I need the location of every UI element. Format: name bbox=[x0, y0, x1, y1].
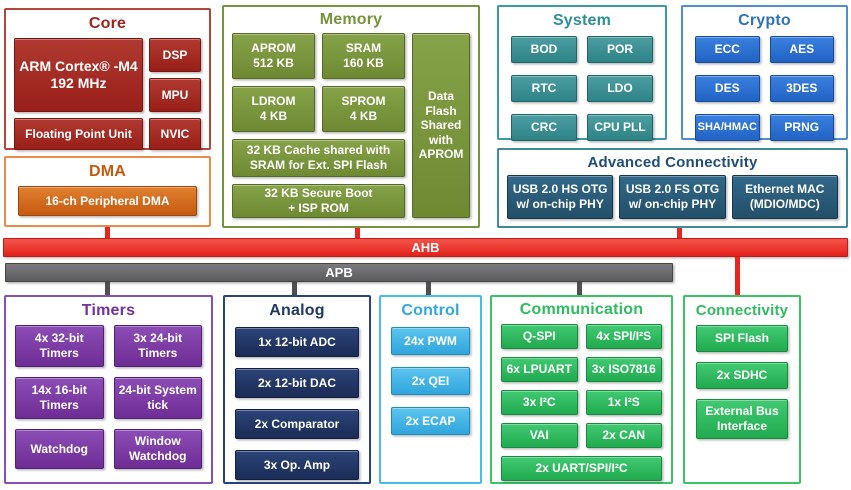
block-por: POR bbox=[587, 36, 653, 63]
dma-section: DMA 16-ch Peripheral DMA bbox=[4, 156, 211, 227]
connector-advconn-ahb bbox=[677, 228, 682, 238]
block-can: 2x CAN bbox=[585, 423, 662, 448]
block-crc: CRC bbox=[511, 114, 577, 141]
block-arm-cortex-m4: ARM Cortex® -M4 192 MHz bbox=[14, 38, 143, 112]
advanced-connectivity-section: Advanced Connectivity USB 2.0 HS OTG w/ … bbox=[497, 148, 848, 228]
timers-grid: 4x 32-bit Timers 3x 24-bit Timers 14x 16… bbox=[6, 325, 211, 469]
analog-list: 1x 12-bit ADC 2x 12-bit DAC 2x Comparato… bbox=[225, 327, 369, 480]
crypto-title: Crypto bbox=[738, 12, 791, 29]
ahb-bus-label: AHB bbox=[411, 240, 440, 255]
control-section: Control 24x PWM 2x QEI 2x ECAP bbox=[379, 295, 482, 484]
system-title: System bbox=[552, 12, 612, 29]
block-aes: AES bbox=[769, 36, 834, 63]
system-grid: BOD POR RTC LDO CRC CPU PLL bbox=[499, 36, 665, 141]
block-ecc: ECC bbox=[695, 36, 760, 63]
block-des: DES bbox=[695, 75, 760, 102]
connector-memory-ahb bbox=[355, 228, 360, 238]
connector-dma-ahb bbox=[105, 227, 110, 238]
block-16bit-timers: 14x 16-bit Timers bbox=[15, 377, 104, 419]
advanced-connectivity-row: USB 2.0 HS OTG w/ on-chip PHY USB 2.0 FS… bbox=[499, 175, 846, 219]
system-section: System BOD POR RTC LDO CRC CPU PLL bbox=[497, 5, 667, 141]
block-i2c: 3x I²C bbox=[501, 390, 578, 415]
block-ecap: 2x ECAP bbox=[391, 407, 470, 435]
connectivity-list: SPI Flash 2x SDHC External Bus Interface bbox=[685, 325, 799, 439]
block-prng: PRNG bbox=[769, 114, 834, 141]
block-cpu-pll: CPU PLL bbox=[587, 114, 653, 141]
block-lpuart: 6x LPUART bbox=[501, 357, 578, 382]
control-title: Control bbox=[401, 302, 460, 319]
communication-title: Communication bbox=[519, 301, 644, 318]
block-cache: 32 KB Cache shared with SRAM for Ext. SP… bbox=[232, 139, 405, 177]
block-data-flash: Data Flash Shared with APROM bbox=[412, 33, 470, 218]
crypto-grid: ECC AES DES 3DES SHA/HMAC PRNG bbox=[683, 36, 846, 141]
timers-section: Timers 4x 32-bit Timers 3x 24-bit Timers… bbox=[4, 295, 213, 484]
connector-apb-timers bbox=[105, 282, 110, 295]
block-dsp: DSP bbox=[149, 38, 201, 72]
block-usb-hs-otg: USB 2.0 HS OTG w/ on-chip PHY bbox=[507, 175, 614, 219]
block-32bit-timers: 4x 32-bit Timers bbox=[15, 325, 104, 367]
core-grid: ARM Cortex® -M4 192 MHz DSP MPU Floating… bbox=[6, 37, 209, 151]
block-systick: 24-bit System tick bbox=[113, 377, 202, 419]
connector-apb-control bbox=[426, 282, 431, 296]
block-qspi: Q-SPI bbox=[501, 324, 578, 349]
connectivity-section: Connectivity SPI Flash 2x SDHC External … bbox=[683, 295, 801, 484]
block-vai: VAI bbox=[501, 423, 578, 448]
block-aprom: APROM 512 KB bbox=[232, 33, 315, 79]
ahb-bus: AHB bbox=[3, 238, 848, 257]
memory-title: Memory bbox=[319, 11, 383, 28]
block-pwm: 24x PWM bbox=[391, 327, 470, 355]
connector-apb-communication bbox=[577, 282, 582, 295]
block-3des: 3DES bbox=[769, 75, 834, 102]
block-floating-point-unit: Floating Point Unit bbox=[14, 118, 143, 150]
communication-grid: Q-SPI 4x SPI/I²S 6x LPUART 3x ISO7816 3x… bbox=[492, 324, 671, 481]
block-ethernet-mac: Ethernet MAC (MDIO/MDC) bbox=[731, 175, 838, 219]
crypto-section: Crypto ECC AES DES 3DES SHA/HMAC PRNG bbox=[681, 5, 848, 141]
block-spi-flash: SPI Flash bbox=[696, 325, 788, 352]
apb-bus: APB bbox=[5, 263, 673, 282]
dma-title: DMA bbox=[88, 163, 127, 180]
block-comparator: 2x Comparator bbox=[235, 409, 359, 439]
core-section: Core ARM Cortex® -M4 192 MHz DSP MPU Flo… bbox=[4, 8, 211, 150]
block-uart-spi-i2c: 2x UART/SPI/I²C bbox=[501, 456, 662, 481]
block-i2s: 1x I²S bbox=[585, 390, 662, 415]
connectivity-title: Connectivity bbox=[695, 302, 789, 319]
block-qei: 2x QEI bbox=[391, 367, 470, 395]
apb-bus-label: APB bbox=[325, 265, 353, 280]
block-rtc: RTC bbox=[511, 75, 577, 102]
block-sha-hmac: SHA/HMAC bbox=[695, 114, 760, 141]
block-spi-i2s: 4x SPI/I²S bbox=[585, 324, 662, 349]
analog-section: Analog 1x 12-bit ADC 2x 12-bit DAC 2x Co… bbox=[223, 295, 371, 484]
block-peripheral-dma: 16-ch Peripheral DMA bbox=[18, 186, 197, 216]
block-dac: 2x 12-bit DAC bbox=[235, 368, 359, 398]
block-window-watchdog: Window Watchdog bbox=[113, 429, 202, 469]
communication-section: Communication Q-SPI 4x SPI/I²S 6x LPUART… bbox=[490, 295, 673, 484]
timers-title: Timers bbox=[81, 302, 136, 319]
block-external-bus-interface: External Bus Interface bbox=[696, 399, 788, 439]
block-sdhc: 2x SDHC bbox=[696, 362, 788, 389]
memory-section: Memory APROM 512 KB SRAM 160 KB Data Fla… bbox=[222, 5, 480, 228]
advanced-connectivity-title: Advanced Connectivity bbox=[587, 154, 758, 171]
block-op-amp: 3x Op. Amp bbox=[235, 450, 359, 480]
connector-apb-analog bbox=[292, 282, 297, 295]
connector-ahb-connectivity bbox=[735, 257, 740, 295]
block-nvic: NVIC bbox=[149, 118, 201, 150]
block-24bit-timers: 3x 24-bit Timers bbox=[113, 325, 202, 367]
block-bod: BOD bbox=[511, 36, 577, 63]
control-list: 24x PWM 2x QEI 2x ECAP bbox=[381, 327, 480, 435]
block-usb-fs-otg: USB 2.0 FS OTG w/ on-chip PHY bbox=[619, 175, 726, 219]
block-iso7816: 3x ISO7816 bbox=[585, 357, 662, 382]
block-sram: SRAM 160 KB bbox=[322, 33, 405, 79]
block-ldo: LDO bbox=[587, 75, 653, 102]
block-ldrom: LDROM 4 KB bbox=[232, 86, 315, 132]
analog-title: Analog bbox=[269, 302, 325, 319]
memory-grid: APROM 512 KB SRAM 160 KB Data Flash Shar… bbox=[224, 33, 478, 218]
block-mpu: MPU bbox=[149, 78, 201, 112]
block-secure-boot-rom: 32 KB Secure Boot + ISP ROM bbox=[232, 184, 405, 218]
block-sprom: SPROM 4 KB bbox=[322, 86, 405, 132]
block-watchdog: Watchdog bbox=[15, 429, 104, 469]
core-title: Core bbox=[88, 15, 127, 32]
block-adc: 1x 12-bit ADC bbox=[235, 327, 359, 357]
